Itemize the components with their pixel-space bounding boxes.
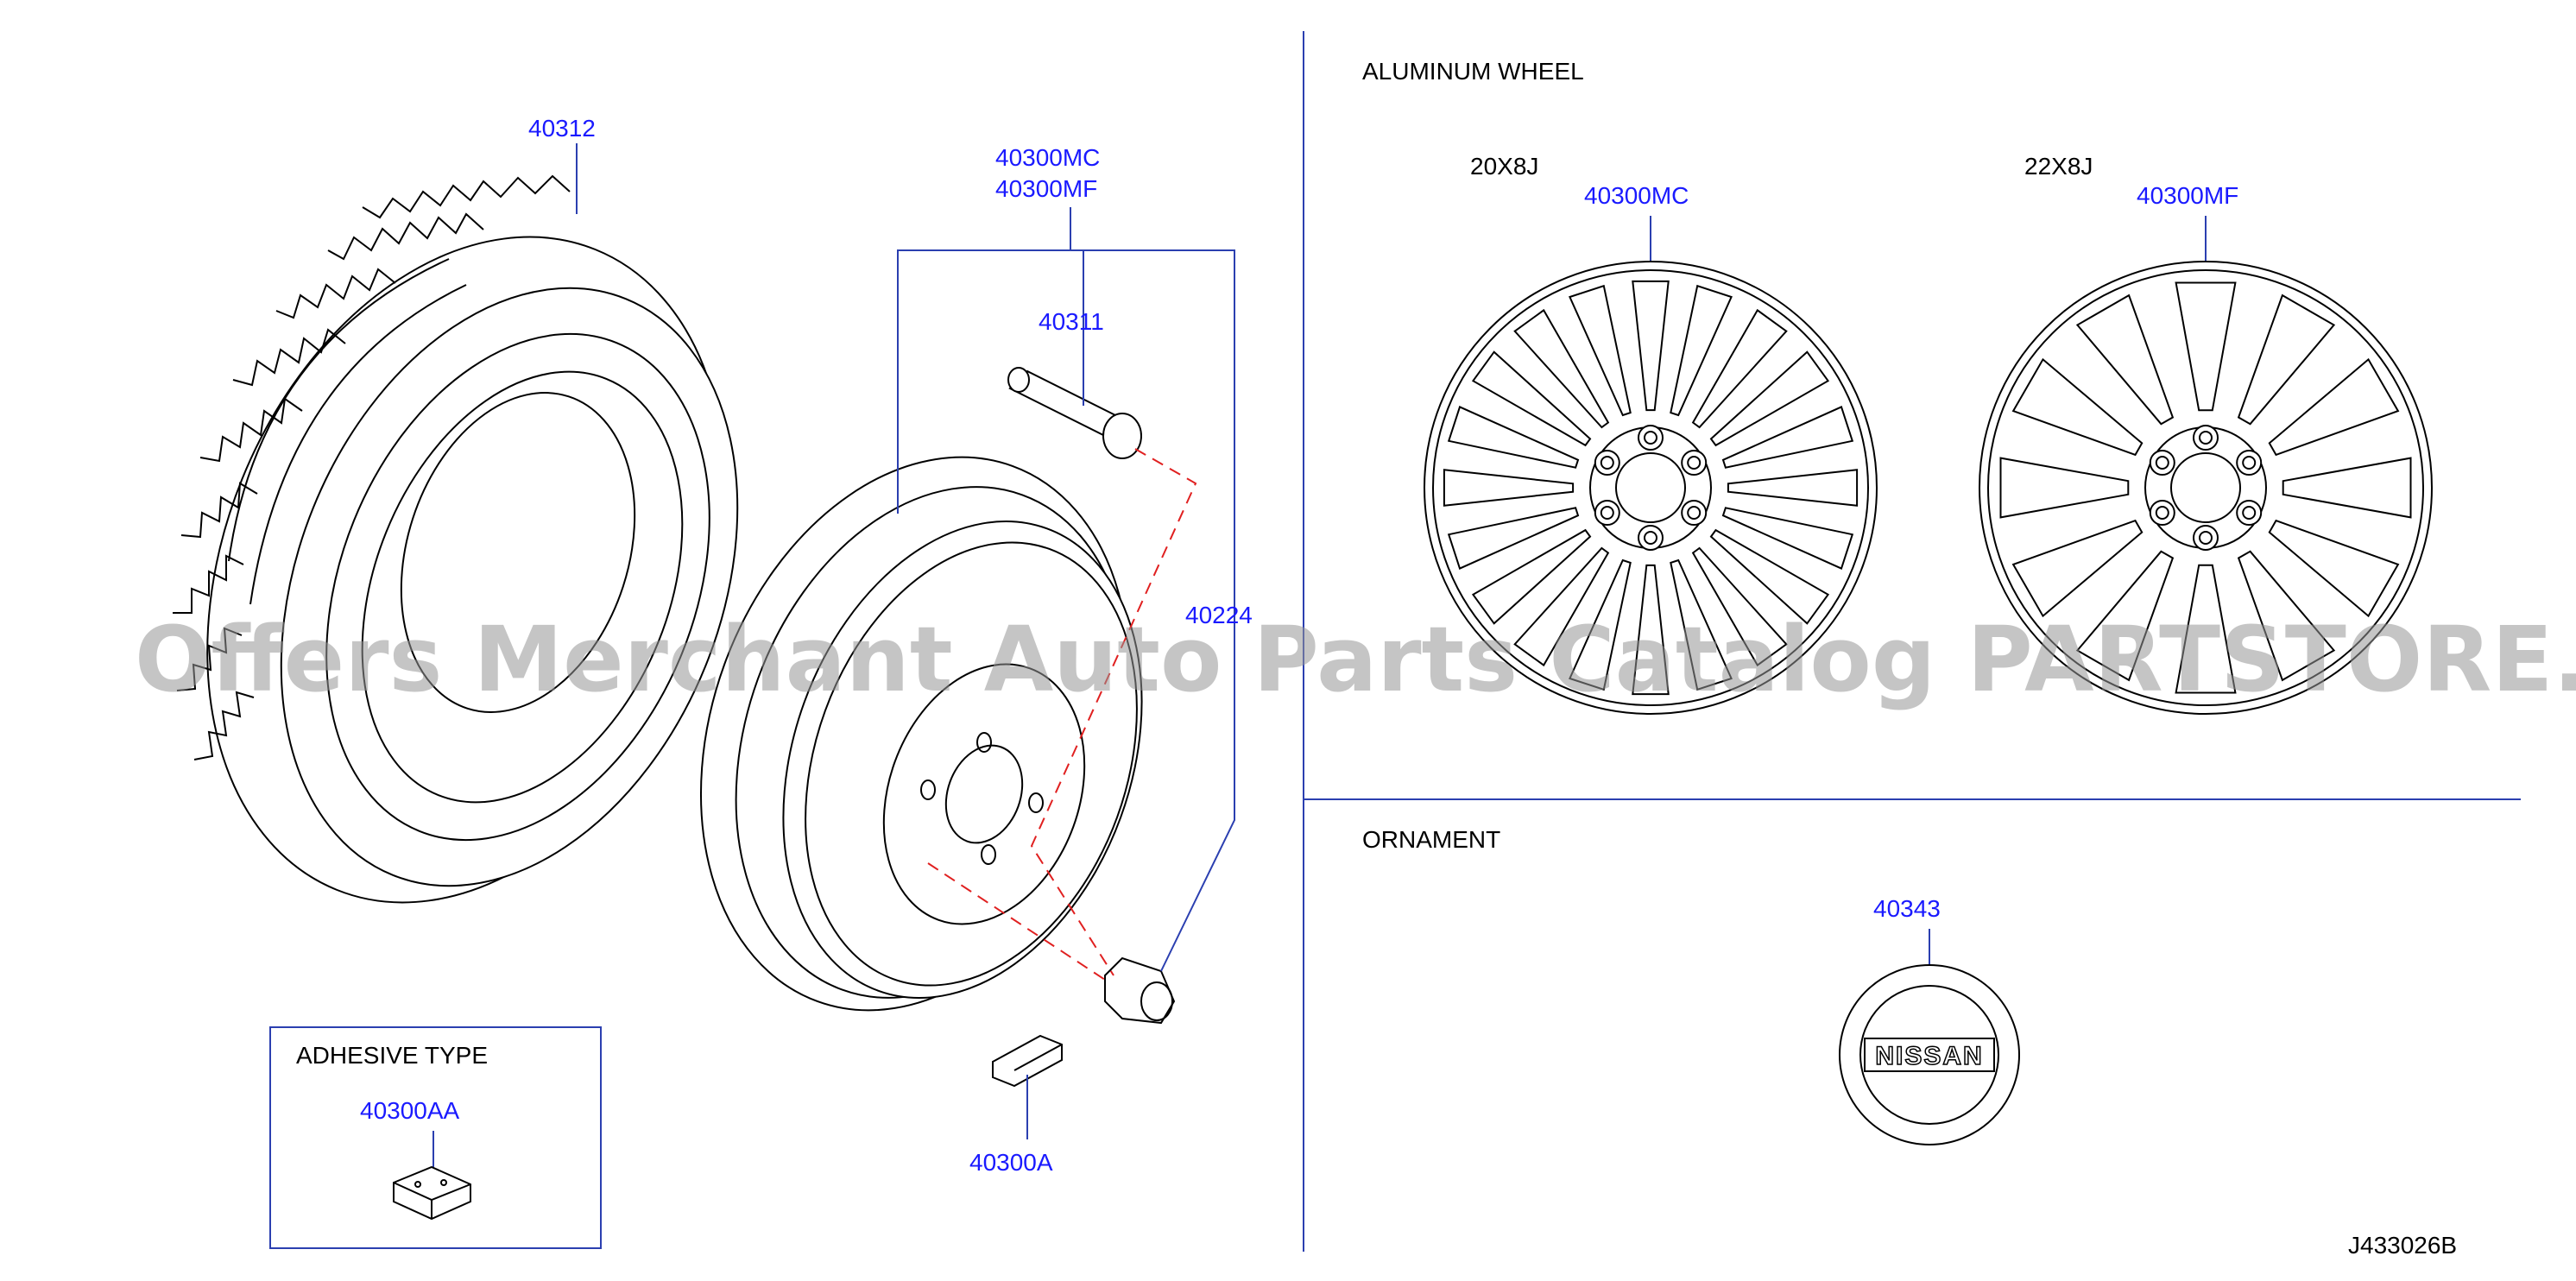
wheel-a-drawing[interactable]: [1424, 261, 1878, 715]
wheel-a-size: 20X8J: [1470, 153, 1538, 180]
valve-part-number[interactable]: 40311: [1039, 308, 1104, 335]
ornament-drawing[interactable]: NISSAN: [1839, 964, 2020, 1145]
adhesive-weight-drawing[interactable]: [393, 1165, 471, 1221]
wheel-b-part-number[interactable]: 40300MF: [2137, 182, 2238, 209]
ornament-emblem-text: NISSAN: [1875, 1042, 1983, 1070]
tire-part-number[interactable]: 40312: [528, 115, 596, 142]
wheel-b-drawing[interactable]: [1979, 261, 2433, 715]
ornament-part-number[interactable]: 40343: [1873, 895, 1941, 922]
aluminum-wheel-title: ALUMINUM WHEEL: [1362, 58, 1584, 85]
adhesive-type-box: [269, 1026, 602, 1249]
wheel-part-number-mc[interactable]: 40300MC: [995, 144, 1100, 171]
clip-weight-part-number[interactable]: 40300A: [969, 1149, 1053, 1176]
clip-weight-drawing[interactable]: [992, 1034, 1063, 1088]
nut-part-number[interactable]: 40224: [1185, 602, 1253, 628]
valve-drawing[interactable]: [1007, 367, 1142, 459]
nut-drawing[interactable]: [1104, 956, 1176, 1025]
ornament-title: ORNAMENT: [1362, 826, 1500, 853]
watermark: Offers Merchant Auto Parts Catalog PARTS…: [135, 607, 2576, 712]
tire-drawing[interactable]: [113, 159, 822, 981]
wheel-bracket-leader: [897, 249, 1235, 972]
assembly-dashed-path: [1030, 448, 1197, 976]
wheel-part-number-mf[interactable]: 40300MF: [995, 175, 1097, 202]
adhesive-type-title: ADHESIVE TYPE: [296, 1042, 488, 1069]
assembly-dashed-path-2: [927, 862, 1106, 981]
adhesive-weight-part-number[interactable]: 40300AA: [360, 1097, 460, 1124]
wheel-a-part-number[interactable]: 40300MC: [1584, 182, 1689, 209]
diagram-code: J433026B: [2348, 1232, 2457, 1259]
wheel-b-size: 22X8J: [2024, 153, 2093, 180]
